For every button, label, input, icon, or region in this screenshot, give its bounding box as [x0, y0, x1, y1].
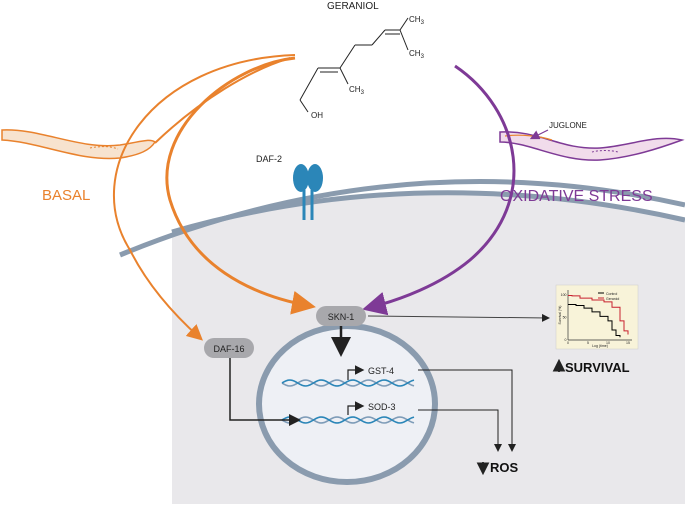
sod3-label: SOD-3 [368, 402, 396, 412]
dna-strand-sod3 [281, 416, 415, 424]
promoter-arrow-sod3 [347, 401, 365, 415]
y-tick-label: 50 [563, 315, 567, 319]
oxidative-stress-label: OXIDATIVE STRESS [500, 188, 653, 205]
survival-plot-xlabel: Log (time) [592, 344, 608, 348]
geraniol-label: GERANIOL [327, 1, 379, 12]
nucleus [256, 323, 438, 485]
y-tick-label: 0 [565, 338, 567, 342]
cell-membrane-inner [171, 190, 685, 235]
arrow-oxidative-to-skn1 [362, 64, 516, 316]
daf2-receptor-icon [293, 164, 323, 220]
arrow-basal-to-skn1 [165, 56, 316, 315]
x-tick-label: 10 [606, 341, 610, 345]
daf2-label: DAF-2 [256, 154, 282, 164]
y-tick-label: 100 [561, 293, 567, 297]
x-tick-label: 0 [567, 341, 569, 345]
arrow-skn1-to-survival [367, 313, 550, 322]
x-tick-label: 5 [587, 341, 589, 345]
promoter-arrow-gst4 [347, 365, 365, 380]
ros-label: ROS [490, 460, 519, 475]
methyl-label-mid: CH3 [409, 49, 425, 60]
skn1-label: SKN-1 [328, 312, 355, 322]
basal-label: BASAL [42, 187, 90, 204]
survival-outcome: SURVIVAL [552, 358, 630, 375]
daf16-pill [204, 338, 254, 358]
hydroxyl-label: OH [311, 111, 323, 120]
methyl-label-low: CH3 [349, 85, 365, 96]
arrow-daf16-to-sod3 [229, 356, 301, 426]
arrow-worm-basal-link [154, 57, 291, 144]
gst4-label: GST-4 [368, 366, 394, 376]
arrow-gst4-to-ros [418, 369, 516, 452]
juglone-arrow [529, 129, 549, 140]
geraniol-structure [299, 17, 409, 113]
juglone-label: JUGLONE [549, 121, 587, 130]
survival-label: SURVIVAL [565, 360, 630, 375]
skn1-pill [316, 306, 366, 326]
survival-plot-ylabel: Survival (%) [558, 306, 562, 325]
arrow-basal-to-daf16 [113, 54, 296, 341]
arrow-sod3-to-ros [418, 409, 502, 452]
survival-curve-geraniol [568, 294, 629, 335]
legend-label-control: Control [606, 292, 618, 296]
survival-curve-control [568, 304, 621, 338]
x-tick-label: 15 [626, 341, 630, 345]
methyl-label-top: CH3 [409, 15, 425, 26]
daf16-label: DAF-16 [213, 344, 244, 354]
legend-label-geraniol: Geraniol [606, 297, 619, 301]
dna-strand-gst4 [281, 379, 415, 387]
worm-oxidative [499, 131, 685, 161]
ros-outcome: ROS [476, 460, 519, 476]
